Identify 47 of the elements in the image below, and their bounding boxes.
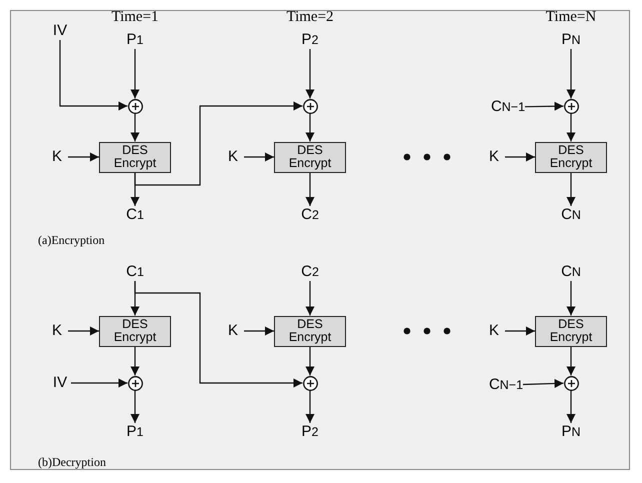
arrow [130,114,140,142]
arrow [505,152,535,162]
variable-label: K [46,148,68,166]
arrow [134,102,302,186]
arrow [59,40,128,110]
arrow [306,390,314,423]
arrow [68,152,99,162]
variable-label: K [483,322,505,340]
variable-label: K [46,322,68,340]
arrow [134,281,302,388]
section-caption: (b)Decryption [38,455,106,469]
cipher-block: DES Encrypt [535,142,607,172]
variable-label: IV [49,22,71,40]
arrow [524,102,564,111]
arrow [566,390,576,423]
arrow [566,49,576,98]
arrow [71,378,128,388]
variable-label: K [483,148,505,166]
arrow [68,326,99,336]
arrow [306,114,314,142]
variable-label: K [222,322,244,340]
variable-label: K [222,148,244,166]
cipher-block: DES Encrypt [99,142,171,172]
arrow [244,152,274,162]
cipher-block: DES Encrypt [274,316,346,346]
time-label: Time=1 [111,8,159,26]
arrow [566,281,576,316]
time-label: Time=2 [286,8,334,26]
arrow [566,114,576,142]
variable-label: IV [49,374,71,392]
arrow [130,390,140,423]
cipher-block: DES Encrypt [99,316,171,346]
cipher-block: DES Encrypt [274,142,346,172]
arrow [566,172,576,206]
arrow [244,326,274,336]
section-caption: (a)Encryption [38,233,105,247]
arrow [522,379,564,388]
cipher-block: DES Encrypt [535,316,607,346]
arrow [306,346,314,376]
time-label: Time=N [546,8,596,26]
arrow [505,326,535,336]
arrow [130,346,140,376]
arrow [306,172,314,206]
arrow [306,281,314,316]
arrow [566,346,576,376]
arrow [306,49,314,98]
arrow [130,49,140,98]
